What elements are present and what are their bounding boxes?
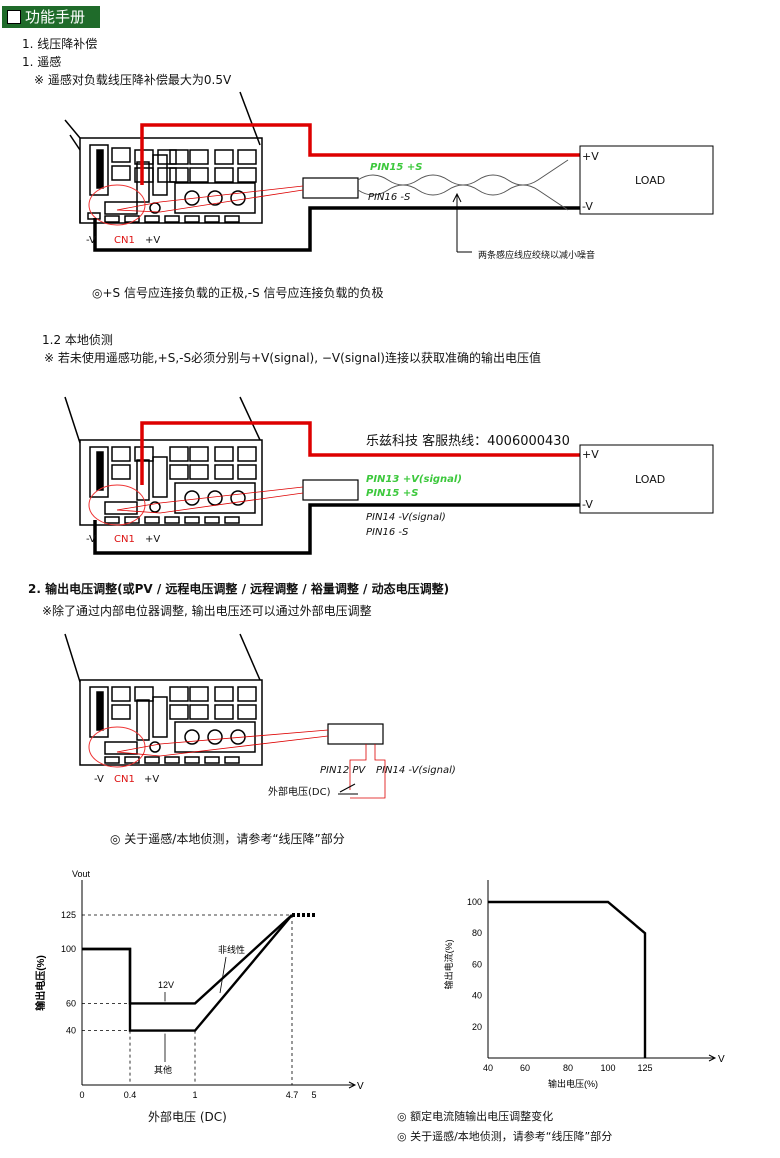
caption-reference: ◎ 关于遥感/本地侦测，请参考“线压降”部分 [397,1130,613,1143]
series-line-0 [82,914,293,1005]
pv-adjust-diagram [64,633,386,799]
x-tick-label: 5 [311,1090,316,1100]
manual-header: 功能手册 [2,6,100,28]
x-tick-label: 1 [192,1090,197,1100]
section1-note1: ※ 遥感对负载线压降补偿最大为0.5V [34,73,232,87]
y-tick-label: 80 [472,928,482,938]
y-axis-label: 输出电压(%) [34,955,47,1011]
annotation-12v: 12V [158,980,174,990]
chart1-xlabel: 外部电压 (DC) [148,1110,227,1124]
pin16-label: PIN16 -S [368,192,411,203]
load-minus-v-2: -V [582,498,593,511]
series-line-1 [82,914,293,1032]
x-unit-label: V [718,1054,725,1065]
x-tick-label: 40 [483,1063,493,1073]
y-tick-label: 60 [66,998,76,1008]
cn1-label-3: CN1 [114,774,135,785]
remote-sense-diagram [64,91,714,253]
psu-pos-label-2: +V [145,534,161,545]
load-label: LOAD [635,174,666,187]
series-line-0 [488,900,647,1058]
cn1-label-2: CN1 [114,534,135,545]
y-tick-label: 100 [61,944,76,954]
minus-v-wire [93,206,580,252]
y-tick-label: 40 [66,1026,76,1036]
x-axis-arrow [708,1054,717,1062]
caption1: ◎+S 信号应连接负载的正极,-S 信号应连接负载的负极 [92,286,384,300]
y-tick-label: 20 [472,1022,482,1032]
header-title: 功能手册 [25,8,86,26]
pin15-label-2: PIN15 +S [366,488,419,499]
section2-note: ※除了通过内部电位器调整, 输出电压还可以通过外部电压调整 [42,604,372,618]
x-tick-label: 60 [520,1063,530,1073]
current-derating-chart: V 20 40 60 80 100 40 60 80 100 125 输出电压(%) 输出电流(%) [443,880,725,1089]
x-tick-label: 0.4 [124,1090,137,1100]
y-tick-label: 40 [472,991,482,1001]
x-axis-arrow [348,1081,357,1089]
psu-neg-label-2: -V [86,534,96,545]
x-tick-label: 125 [637,1063,652,1073]
y-tick-label: 125 [61,910,76,920]
plus-v-wire-2 [140,421,580,485]
pin13-label: PIN13 +V(signal) [366,474,462,485]
y-tick-label: 60 [472,959,482,969]
annotation-nonlinear-arrow [219,956,227,994]
caption-derating: ◎ 额定电流随输出电压调整变化 [397,1110,554,1123]
section1-note2: ※ 若未使用遥感功能,+S,-S必须分别与+V(signal), −V(sign… [44,351,541,365]
pin14-label: PIN14 -V(signal) [366,512,446,523]
annotation-other: 其他 [154,1064,172,1075]
y-tick-label: 100 [467,897,482,907]
annotation-nonlinear: 非线性 [218,944,245,955]
watermark-hotline: 乐兹科技 客服热线：4006000430 [366,434,570,449]
section1-sub1: 1. 遥感 [22,55,62,69]
cn1-connector [302,177,359,199]
ext-voltage-label: 外部电压(DC) [268,787,331,798]
load-minus-v: -V [582,200,593,213]
psu-neg-label-3: -V [94,774,104,785]
psu-neg-label: -V [86,235,96,246]
pin15-label: PIN15 +S [370,162,423,173]
cn1-label: CN1 [114,235,135,246]
x-tick-label: 100 [600,1063,615,1073]
x-tick-label: 0 [79,1090,84,1100]
psu-pos-label: +V [145,235,161,246]
x-tick-label: 4.7 [286,1090,299,1100]
pin14-label-3: PIN14 -V(signal) [376,765,456,776]
plus-v-wire [140,123,580,185]
minus-v-wire-2 [93,503,580,555]
y-axis-label: 输出电流(%) [443,939,454,989]
x-unit-label: V [357,1081,364,1092]
load-label-2: LOAD [635,473,666,486]
pin12-label: PIN12 PV [320,765,366,776]
psu-chassis [64,91,263,224]
load-plus-v: +V [582,150,599,163]
section2-title: 2. 输出电压调整(或PV / 远程电压调整 / 远程调整 / 裕量调整 / 动… [28,582,450,596]
x-axis-label: 输出电压(%) [548,1078,598,1089]
section2-caption: ◎ 关于遥感/本地侦测，请参考“线压降”部分 [110,832,345,846]
section1-sub2: 1.2 本地侦测 [42,333,113,347]
pin16-label-2: PIN16 -S [366,527,409,538]
psu-chassis-2 [64,396,263,526]
twist-note: 两条感应线应绞绕以减小噪音 [478,251,596,261]
load-box [579,145,714,215]
section1-title: 1. 线压降补偿 [22,37,98,51]
y-top-label: Vout [72,869,91,879]
local-sense-diagram [64,396,714,555]
load-plus-v-2: +V [582,448,599,461]
x-tick-label: 80 [563,1063,573,1073]
psu-pos-label-3: +V [144,774,160,785]
checkbox-icon [7,10,21,24]
